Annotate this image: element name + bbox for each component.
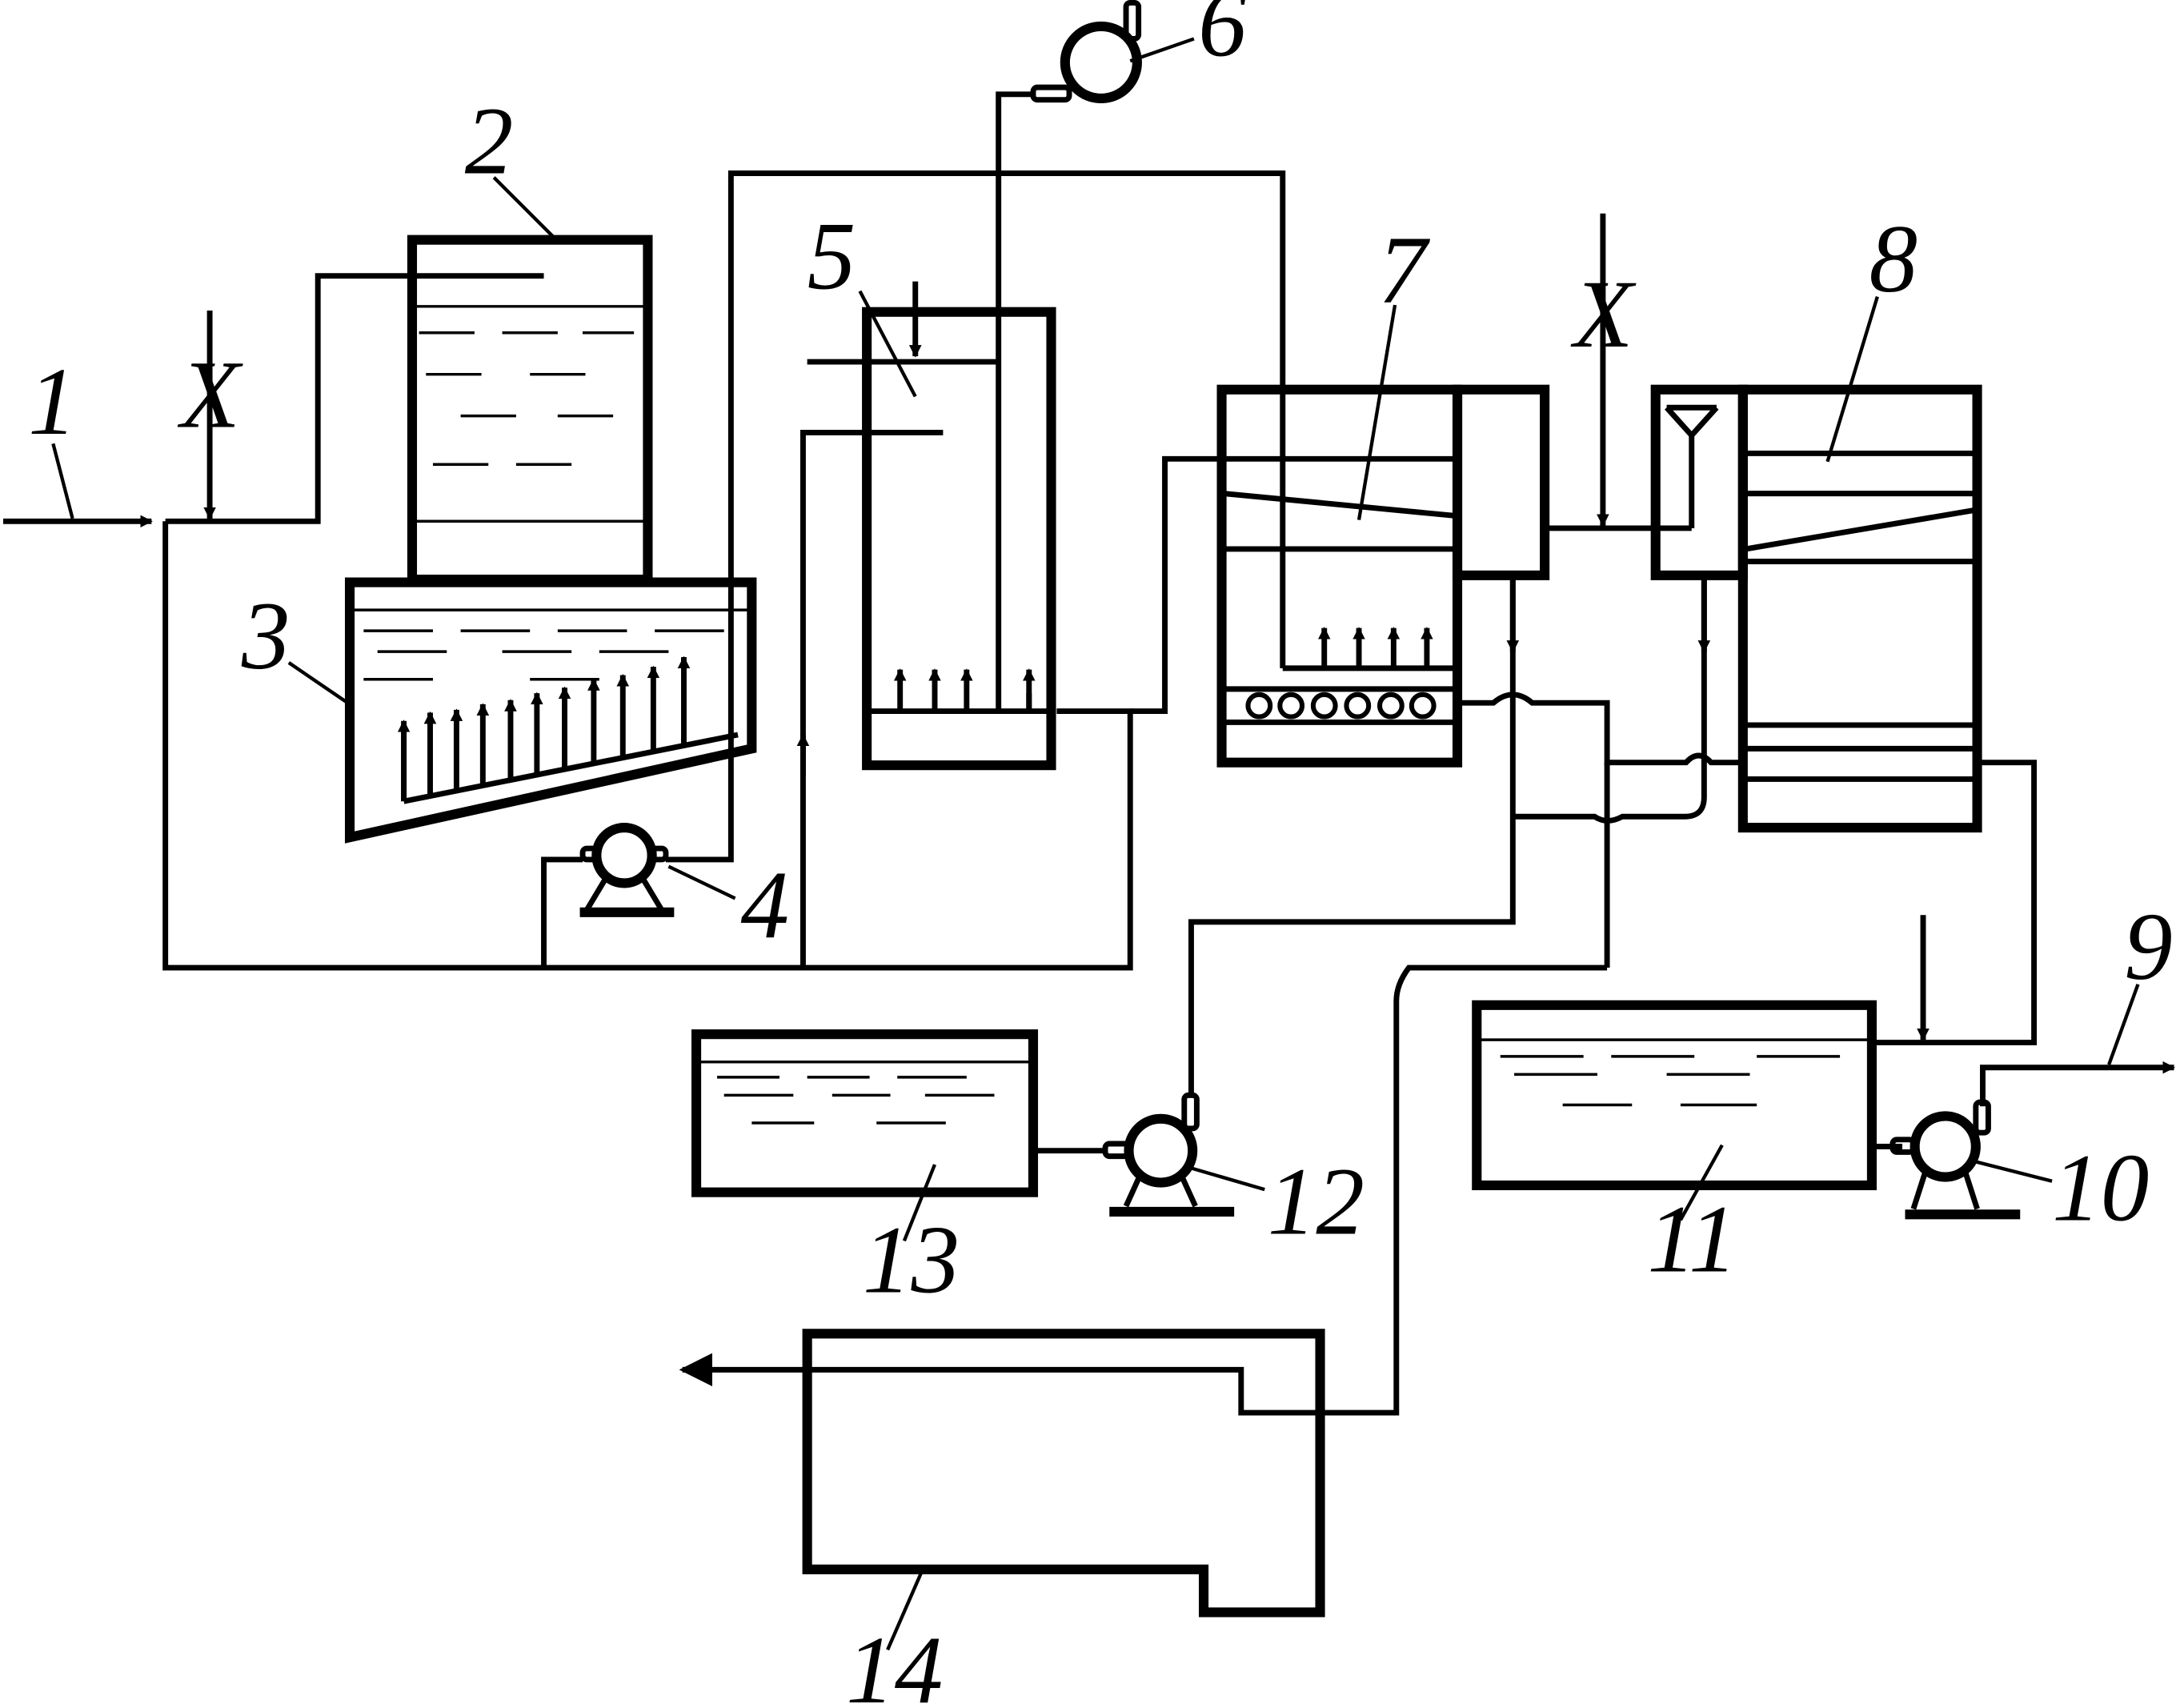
pump-12 <box>1102 1092 1235 1217</box>
feed-line-to-column-5 <box>799 429 944 968</box>
recirculation-main-line <box>162 521 1133 971</box>
piping <box>2 91 2176 1416</box>
fan-6-air-line <box>996 91 1033 710</box>
pump-4-suction-line <box>541 856 583 968</box>
fan-6 <box>1030 0 1142 104</box>
drain-7-line <box>1188 578 1516 1096</box>
sludge-bed-14 <box>802 1329 1325 1618</box>
sludge-line-7-8 <box>1456 692 1743 766</box>
treated-water-line <box>1871 760 2038 1046</box>
flotator-7-aeration-arrows <box>1317 627 1433 668</box>
leader-lines <box>51 37 2140 1651</box>
drain-8-line <box>1513 578 1707 824</box>
label-8: 8 <box>1869 206 1918 313</box>
label-6: 6 <box>1198 0 1247 77</box>
tank-3-liquid <box>354 608 748 681</box>
line-5-to-7 <box>1130 455 1459 715</box>
flotator-7-rollers <box>1245 692 1437 720</box>
tank-11 <box>1472 1000 1877 1191</box>
label-11: 11 <box>1647 1185 1737 1293</box>
tank-13 <box>691 1029 1039 1197</box>
label-2: 2 <box>465 88 514 195</box>
label-4: 4 <box>741 852 790 959</box>
label-reagent-x-2: X <box>1570 261 1637 368</box>
label-5: 5 <box>807 202 856 310</box>
labels: 1 2 3 4 5 6 7 8 9 10 11 12 13 14 X X <box>28 0 2173 1708</box>
label-3: 3 <box>241 583 291 690</box>
pump-4 <box>579 823 675 917</box>
column-5-aeration-arrows <box>893 668 1036 712</box>
tank-13-liquid <box>700 1060 1029 1125</box>
tank-3-aeration-arrows <box>397 656 691 802</box>
tank-2-liquid <box>416 305 644 523</box>
label-1: 1 <box>28 348 77 455</box>
tank-3 <box>344 577 757 844</box>
label-14: 14 <box>846 1617 943 1708</box>
flotator-7 <box>1216 384 1550 768</box>
feed-line-to-tank-2 <box>165 273 544 524</box>
pump-4-discharge-line <box>665 170 1286 863</box>
label-7: 7 <box>1378 217 1430 324</box>
filter-8 <box>1650 384 1982 833</box>
label-12: 12 <box>1268 1149 1365 1256</box>
pump-10 <box>1889 1099 2021 1220</box>
column-5 <box>807 281 1056 771</box>
label-9: 9 <box>2124 893 2173 1000</box>
tank-11-liquid <box>1481 1038 1868 1107</box>
label-10: 10 <box>2052 1134 2149 1241</box>
outlet-stream-9 <box>1980 1060 2176 1107</box>
tank-2 <box>407 235 653 585</box>
label-13: 13 <box>863 1206 960 1313</box>
label-reagent-x-1: X <box>177 342 243 449</box>
